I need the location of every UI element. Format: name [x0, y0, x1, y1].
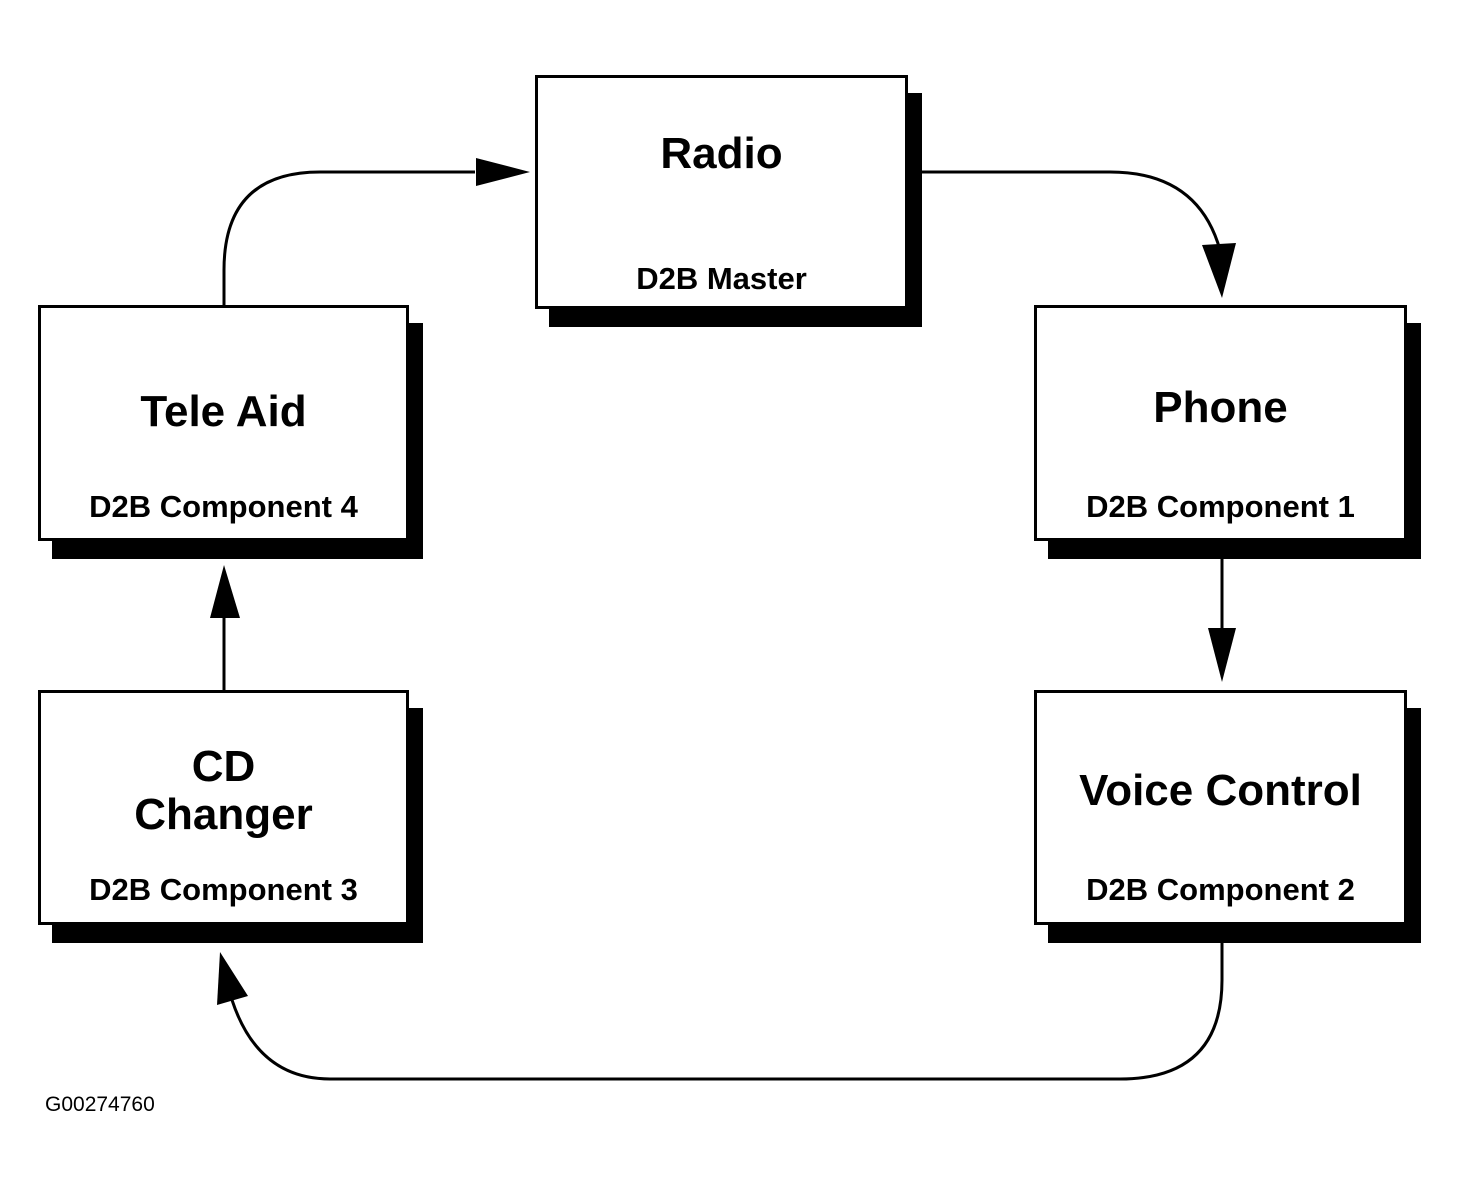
voice-control-subtitle: D2B Component 2 [1086, 872, 1355, 907]
arrowhead-into-cd [217, 952, 248, 1005]
radio-block: Radio D2B Master [535, 75, 908, 309]
tele-aid-subtitle: D2B Component 4 [89, 489, 358, 524]
radio-title: Radio [660, 129, 783, 178]
edge-radio-to-phone [922, 170, 1222, 251]
tele-aid-title: Tele Aid [140, 387, 307, 436]
arrowhead-into-teleaid [210, 565, 240, 618]
cd-changer-title-line1: CD [191, 742, 256, 791]
phone-subtitle: D2B Component 1 [1086, 489, 1355, 524]
voice-control-block: Voice Control D2B Component 2 [1034, 690, 1407, 925]
cd-changer-block: CD Changer D2B Component 3 [38, 690, 409, 925]
tele-aid-block: Tele Aid D2B Component 4 [38, 305, 409, 541]
voice-control-title: Voice Control [1079, 766, 1362, 815]
edge-teleaid-to-radio [222, 170, 475, 305]
arrowhead-into-radio [476, 158, 530, 186]
radio-subtitle: D2B Master [636, 261, 807, 296]
cd-changer-title-line2: Changer [134, 790, 313, 839]
phone-title: Phone [1153, 383, 1288, 432]
figure-code: G00274760 [45, 1093, 155, 1116]
cd-changer-subtitle: D2B Component 3 [89, 872, 358, 907]
arrowhead-into-phone [1202, 243, 1236, 298]
arrowhead-into-voice [1208, 628, 1236, 682]
edge-voice-to-cd [230, 942, 1224, 1081]
phone-block: Phone D2B Component 1 [1034, 305, 1407, 541]
